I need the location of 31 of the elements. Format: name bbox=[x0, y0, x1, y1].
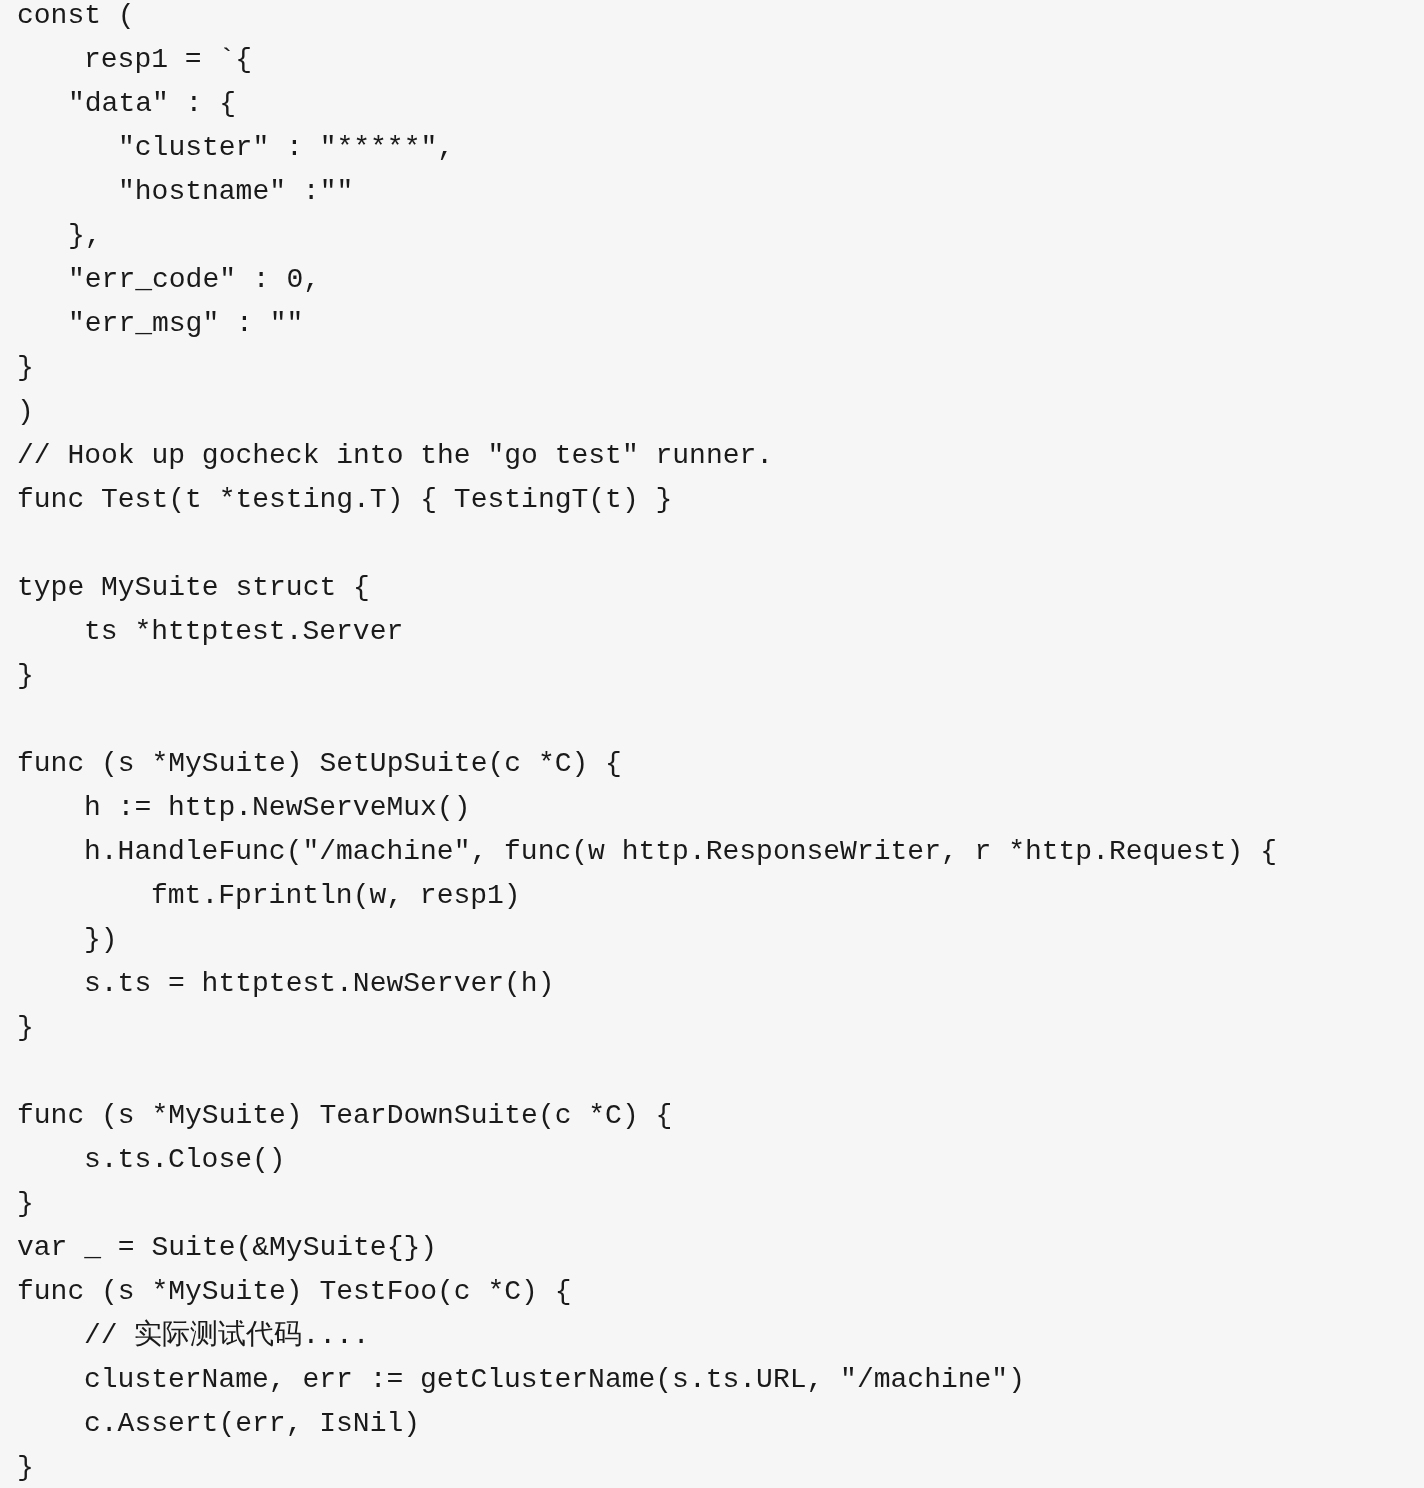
code-line: }) bbox=[84, 923, 118, 957]
code-line: "data" : { bbox=[68, 87, 237, 121]
code-line: func (s *MySuite) SetUpSuite(c *C) { bbox=[17, 747, 622, 781]
code-line: h.HandleFunc("/machine", func(w http.ResponseWriter, r *http.Request) { bbox=[84, 835, 1277, 869]
code-line: s.ts = httptest.NewServer(h) bbox=[84, 967, 555, 1001]
code-line: "hostname" :"" bbox=[118, 175, 354, 209]
code-line: } bbox=[17, 1451, 34, 1485]
code-line: func Test(t *testing.T) { TestingT(t) } bbox=[17, 483, 673, 517]
code-line: ) bbox=[17, 395, 34, 429]
code-line: s.ts.Close() bbox=[84, 1143, 286, 1177]
code-line: func (s *MySuite) TearDownSuite(c *C) { bbox=[17, 1099, 673, 1133]
code-line: func (s *MySuite) TestFoo(c *C) { bbox=[17, 1275, 572, 1309]
code-line: clusterName, err := getClusterName(s.ts.URL, "/machine") bbox=[84, 1363, 1025, 1397]
code-line: var _ = Suite(&MySuite{}) bbox=[17, 1231, 438, 1265]
code-line: "err_msg" : "" bbox=[68, 307, 304, 341]
code-line: "err_code" : 0, bbox=[68, 263, 321, 297]
code-line: const ( bbox=[17, 0, 135, 33]
code-line: } bbox=[17, 1011, 34, 1045]
code-comment: // 实际测试代码.... bbox=[84, 1319, 370, 1353]
code-line: h := http.NewServeMux() bbox=[84, 791, 471, 825]
code-line: ts *httptest.Server bbox=[84, 615, 404, 649]
code-line: resp1 = `{ bbox=[84, 43, 253, 77]
code-line: fmt.Fprintln(w, resp1) bbox=[151, 879, 521, 913]
code-line: } bbox=[17, 659, 34, 693]
code-line: "cluster" : "*****", bbox=[118, 131, 455, 165]
code-line: c.Assert(err, IsNil) bbox=[84, 1407, 421, 1441]
code-line: }, bbox=[68, 219, 102, 253]
code-line: } bbox=[17, 1187, 34, 1221]
code-comment: // Hook up gocheck into the "go test" runner. bbox=[17, 439, 774, 473]
code-line: type MySuite struct { bbox=[17, 571, 370, 605]
code-line: } bbox=[17, 351, 34, 385]
